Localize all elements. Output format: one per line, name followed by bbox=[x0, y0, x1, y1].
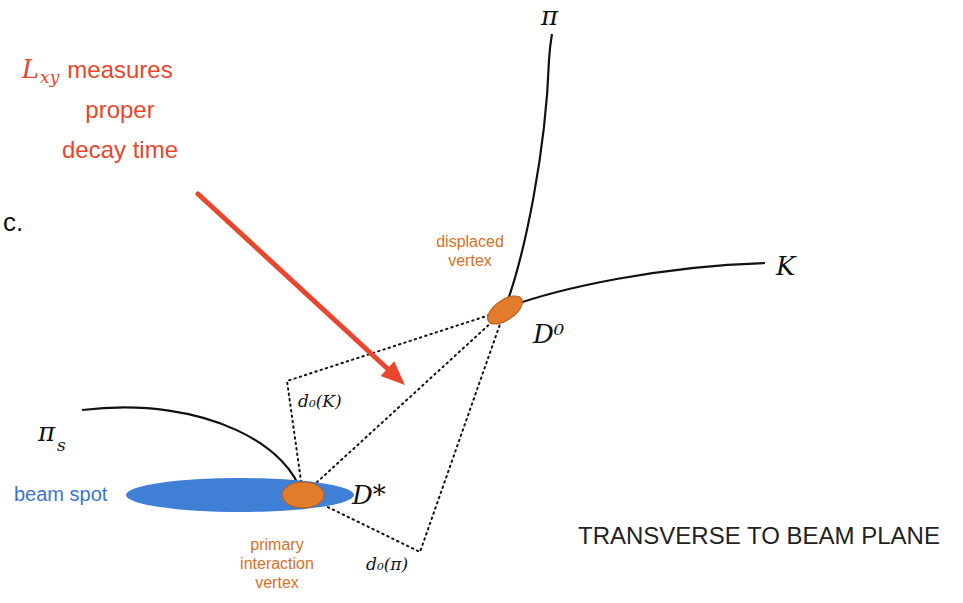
beam-spot: beam spotprimary interaction vertexD* bbox=[126, 478, 354, 512]
callout-arrow bbox=[198, 194, 390, 371]
vertex-label: displaced vertex bbox=[425, 232, 515, 270]
primary-vertex: primary interaction vertexD* bbox=[281, 481, 325, 509]
impact-parameter-line bbox=[303, 310, 505, 552]
particle-label: D* bbox=[352, 481, 386, 511]
particle-label: π bbox=[541, 2, 558, 32]
vertex-ellipse bbox=[282, 482, 324, 508]
beam-spot-label: beam spot bbox=[14, 483, 107, 506]
callout-text: measures proper decay time bbox=[58, 50, 182, 170]
plane-note: TRANSVERSE TO BEAM PLANE bbox=[578, 522, 940, 550]
vertex-ellipse bbox=[483, 296, 527, 324]
beam-spot-ellipse bbox=[126, 478, 354, 512]
impact-parameter-label: d₀(K) bbox=[296, 392, 344, 412]
vertex-label: primary interaction vertex bbox=[227, 535, 327, 592]
symbol-subscript: xy bbox=[40, 68, 59, 88]
symbol-letter: L bbox=[22, 55, 39, 85]
vertex-ellipse bbox=[483, 290, 527, 329]
particle-label: K bbox=[776, 252, 795, 282]
particle-label: D⁰ bbox=[533, 320, 564, 350]
displaced-vertex: displaced vertexD⁰ bbox=[483, 296, 527, 324]
particle-label: π bbox=[38, 418, 55, 448]
callout-arrowhead bbox=[381, 361, 405, 385]
kaon-track bbox=[508, 263, 765, 307]
particle-subscript: s bbox=[57, 436, 66, 456]
cut-text: c. bbox=[3, 208, 23, 238]
pion-track bbox=[505, 34, 552, 308]
impact-parameter-label: d₀(π) bbox=[364, 555, 410, 575]
vertex-ellipse bbox=[281, 481, 325, 509]
